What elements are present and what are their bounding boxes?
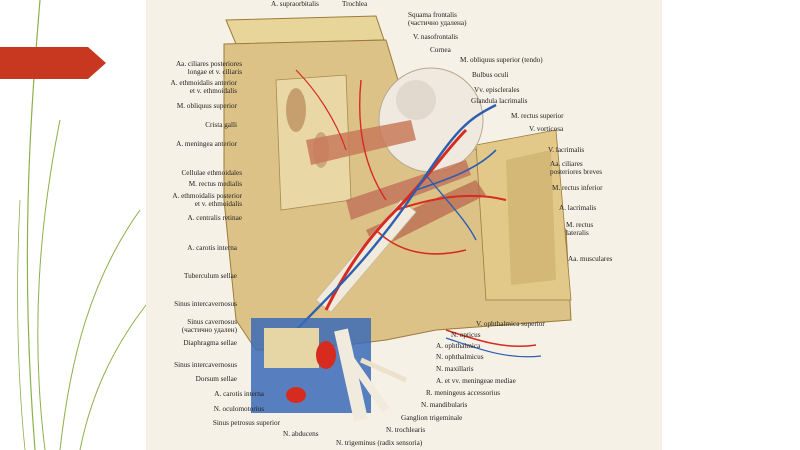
label-diaphragma-sellae: Diaphragma sellae [183,339,237,347]
label-cellulae-ethmoidales: Cellulae ethmoidales [181,169,242,177]
label-a-ethmoidalis-anterior-2: et v. ethmoidalis [189,87,237,95]
label-n-trigeminus: N. trigeminus (radix sensoria) [336,439,423,447]
label-m-obliquus-superior-tendo: M. obliquus superior (tendo) [460,56,543,64]
label-trochlea: Trochlea [342,0,368,8]
label-crista-galli: Crista galli [205,121,237,129]
label-n-opticus: N. opticus [451,331,481,339]
label-cornea: Cornea [430,46,451,54]
label-a-centralis-retinae: A. centralis retinae [187,214,242,222]
label-r-meningeus-accessorius: R. meningeus accessorius [426,389,501,397]
label-n-ophthalmicus: N. ophthalmicus [436,353,484,361]
label-a-carotis-interna-2: A. carotis interna [214,390,264,398]
label-v-nasofrontalis: V. nasofrontalis [413,33,458,41]
label-sinus-intercavernosus-2: Sinus intercavernosus [174,361,237,369]
label-glandula-lacrimalis: Glandula lacrimalis [471,97,528,105]
label-tuberculum-sellae: Tuberculum sellae [183,272,237,280]
label-aa-ciliares-post-longae-2: longae et v. ciliaris [187,68,242,76]
label-sinus-cavernosus-note: (частично удален) [181,326,237,334]
label-bulbus-oculi: Bulbus oculi [472,71,509,79]
accent-arrow-shape [0,47,106,79]
label-aa-ciliares-post-longae-1: Aa. ciliares posteriores [175,60,242,68]
label-sinus-intercavernosus: Sinus intercavernosus [174,300,237,308]
label-aa-musculares: Aa. musculares [568,255,613,263]
label-v-vorticosa: V. vorticosa [529,125,564,133]
label-m-rectus-lateralis-2: lateralis [566,229,589,237]
label-n-maxillaris: N. maxillaris [436,365,474,373]
label-v-lacrimalis: V. lacrimalis [548,146,585,154]
label-n-mandibularis: N. mandibularis [421,401,468,409]
label-m-rectus-lateralis-1: M. rectus [566,221,594,229]
label-n-oculomotorius: N. oculomotorius [213,405,264,413]
label-squama-note: (частично удалена) [408,19,467,27]
label-m-rectus-medialis: M. rectus medialis [188,180,242,188]
label-m-rectus-inferior: M. rectus inferior [552,184,603,192]
orbit-illustration [223,15,572,422]
label-a-lacrimalis: A. lacrimalis [559,204,597,212]
label-n-trochlearis: N. trochlearis [386,426,426,434]
label-dorsum-sellae: Dorsum sellae [195,375,237,383]
label-a-supraorbitalis: A. supraorbitalis [271,0,319,8]
label-m-obliquus-superior: M. obliquus superior [176,102,237,110]
label-a-ethmoidalis-posterior-1: A. ethmoidalis posterior [172,192,242,200]
label-a-meningea-anterior: A. meningea anterior [176,140,237,148]
label-aa-ciliares-post-breves-1: Aa. ciliares [550,160,583,168]
label-a-ethmoidalis-anterior-1: A. ethmoidalis anterior [170,79,237,87]
label-a-ophthalmica: A. ophthalmica [436,342,481,350]
label-squama-frontalis: Squama frontalis [408,11,457,19]
label-vv-episclerales: Vv. episclerales [474,86,520,94]
label-a-ethmoidalis-posterior-2: et v. ethmoidalis [194,200,242,208]
label-aa-ciliares-post-breves-2: posteriores breves [550,168,603,176]
label-a-et-vv-meningeae-mediae: A. et vv. meningeae mediae [436,377,516,385]
label-sinus-petrosus-superior: Sinus petrosus superior [212,419,280,427]
right-margin [662,0,800,450]
label-a-carotis-interna: A. carotis interna [187,244,237,252]
anatomical-plate: A. supraorbitalis Trochlea Squama fronta… [146,0,662,450]
label-m-rectus-superior: M. rectus superior [511,112,564,120]
label-ganglion-trigeminale: Ganglion trigeminale [401,414,463,422]
label-sinus-cavernosus: Sinus cavernosus [187,318,237,326]
label-n-abducens: N. abducens [283,430,319,438]
label-v-ophthalmica-superior: V. ophthalmica superior [476,320,545,328]
